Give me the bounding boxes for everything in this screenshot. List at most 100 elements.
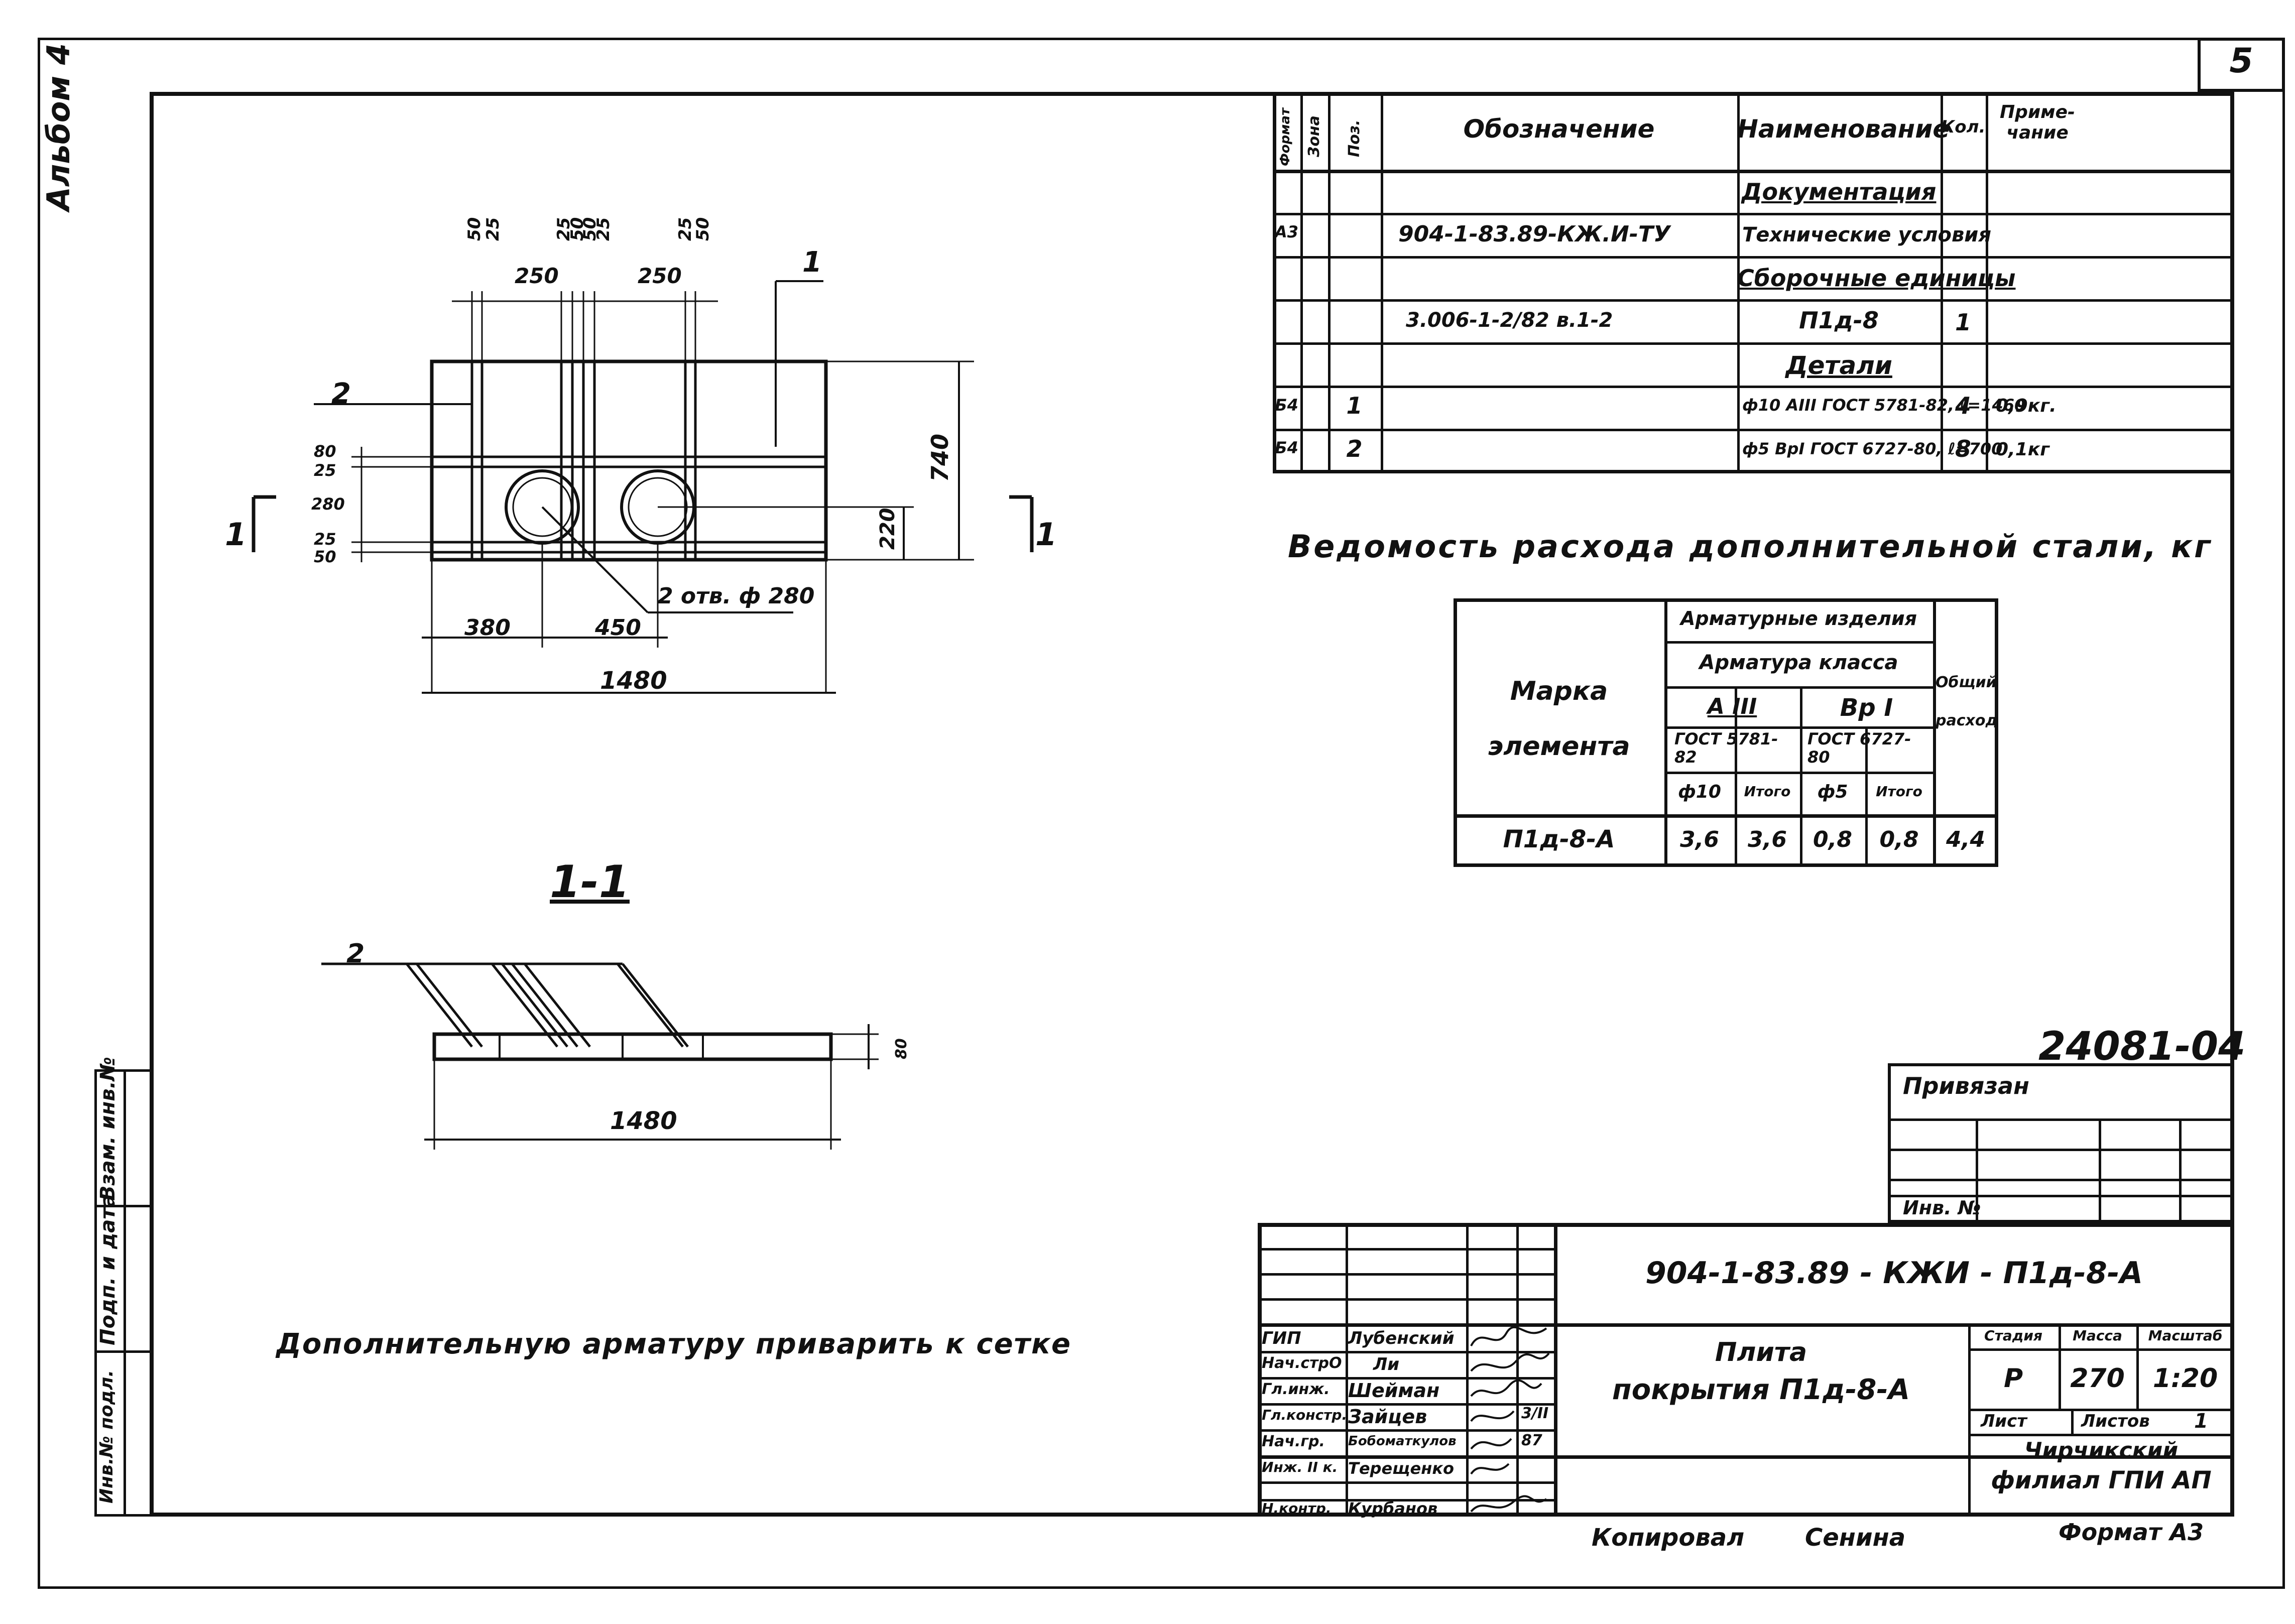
album-label: Альбом 4 [40,43,77,211]
attached-line [1888,1149,2234,1151]
spec-row-designation: 904-1-83.89-КЖ.И-ТУ [1398,221,1670,247]
spec-row-line [1273,386,2234,388]
plan-left-80: 80 [314,442,336,461]
section-title: 1-1 [550,856,630,908]
tb-list-label: Лист [1981,1411,2027,1431]
inner-frame [150,92,2234,1517]
tb-row [1258,1499,1554,1502]
attached-line [1888,1118,2234,1121]
steel-row-line [1454,814,1998,818]
tb-row [1258,1298,1554,1301]
steel-row-line [1664,686,1933,689]
outer-frame [38,38,2285,1589]
spec-row-note: 0,9кг. [1996,396,2057,416]
copied-name: Сенина [1805,1524,1906,1552]
tb-designation: 904-1-83.89 - КЖИ - П1д-8-А [1645,1256,2143,1291]
spec-header-qty: Кол. [1941,117,1986,137]
tb-date1: 3/II [1521,1405,1549,1422]
spec-header-note: Приме-чание [2000,102,2075,143]
spec-row-line [1273,342,2234,345]
tb-person: Бобоматкулов [1348,1434,1457,1449]
attached-col [2179,1118,2182,1223]
plan-width-380: 380 [464,615,511,641]
tb-col [1466,1223,1469,1517]
plan-left-50: 50 [314,547,336,566]
steel-class-header: Арматура класса [1699,651,1898,674]
tb-row [1258,1273,1554,1276]
tb-role: Инж. II к. [1262,1459,1338,1475]
tb-row [1258,1351,1554,1353]
steel-gost1: ГОСТ 5781-82 [1674,729,1778,767]
spec-row-line [1273,213,2234,215]
attached-col [1976,1118,1978,1223]
spec-row-name: ф5 ВрI ГОСТ 6727-80, ℓ=700 [1742,439,2003,458]
attached-line [1888,1195,2234,1197]
steel-row-total: 4,4 [1946,827,1985,852]
tb-stage-label: Стадия [1984,1327,2042,1344]
spec-row-line [1273,299,2234,302]
plan-left-280: 280 [311,494,345,514]
spec-row-line [1273,256,2234,259]
tb-lists-label: Листов [2081,1411,2150,1431]
steel-table-title: Ведомость расхода дополнительной стали, … [1288,528,2213,565]
tb-role: Нач.стрО [1262,1354,1342,1372]
section-length: 1480 [610,1107,677,1135]
spec-row-qty: 8 [1955,435,1971,462]
sidebar-divider [94,1350,154,1353]
tb-col [1516,1223,1519,1517]
sidebar-divider [94,1205,154,1207]
spec-row-line [1273,170,2234,173]
spec-row-name: Сборочные единицы [1737,265,2016,292]
spec-col [1737,92,1740,473]
tb-col [2136,1323,2139,1409]
steel-table: Марка элемента Арматурные изделия Армату… [1454,598,1998,867]
tb-scale: 1:20 [2152,1363,2218,1394]
tb-row [1968,1409,2234,1411]
format-label: Формат А3 [2059,1519,2204,1546]
plan-height-220: 220 [876,508,899,550]
tb-person: Лубенский [1348,1328,1455,1348]
steel-gost2: ГОСТ 6727-80 [1807,729,1911,767]
spec-col [1300,92,1303,473]
steel-row-v4: 0,8 [1879,827,1919,852]
spec-row-pos: 1 [1346,392,1363,419]
section-pos2: 2 [346,939,365,969]
sidebar-divider [124,1069,126,1517]
signatures [1470,1326,1550,1513]
spec-header-zone: Зона [1305,115,1323,157]
tb-person: Зайцев [1348,1406,1427,1428]
spec-row-name: Документация [1741,178,1937,205]
tb-row [1258,1248,1554,1251]
plate-outline [430,359,828,562]
plan-width-1480: 1480 [600,667,667,695]
steel-total-header: Общий расход [1936,674,1998,729]
spec-header-name: Наименование [1737,114,1950,144]
tb-col [1554,1223,1557,1517]
tb-col [1346,1223,1348,1517]
tb-person: Ли [1373,1354,1400,1375]
title-block: 904-1-83.89 - КЖИ - П1д-8-А Плита покрыт… [1258,1223,2234,1518]
spec-row-pos: 2 [1346,435,1363,462]
plan-left-25: 25 [314,461,336,480]
tb-role: Гл.констр. [1262,1407,1348,1423]
tb-row [1258,1403,1554,1406]
plan-height-740: 740 [926,433,953,482]
tb-org-line2: филиал ГПИ АП [1991,1466,2212,1494]
tb-role: Нач.гр. [1262,1433,1325,1450]
tb-row [1968,1348,2234,1351]
spec-col [1328,92,1331,473]
spec-row-name: П1д-8 [1799,307,1879,334]
plan-dim-25a: 25 [483,217,503,241]
steel-table-border [1454,598,1998,867]
steel-col [1664,598,1667,867]
sheet-number: 5 [2229,41,2253,81]
steel-row-mark: П1д-8-А [1503,825,1615,853]
spec-table-border [1273,92,2234,473]
plan-dim-25d: 25 [675,217,695,241]
sheet-number-box [2198,38,2285,92]
tb-org-line1: Чирчикский [2024,1438,2179,1463]
tb-scale-label: Масштаб [2148,1327,2223,1344]
steel-col [1865,726,1868,867]
inv-number-label: Инв. № [1903,1197,1981,1219]
tb-person: Шейман [1348,1380,1440,1402]
